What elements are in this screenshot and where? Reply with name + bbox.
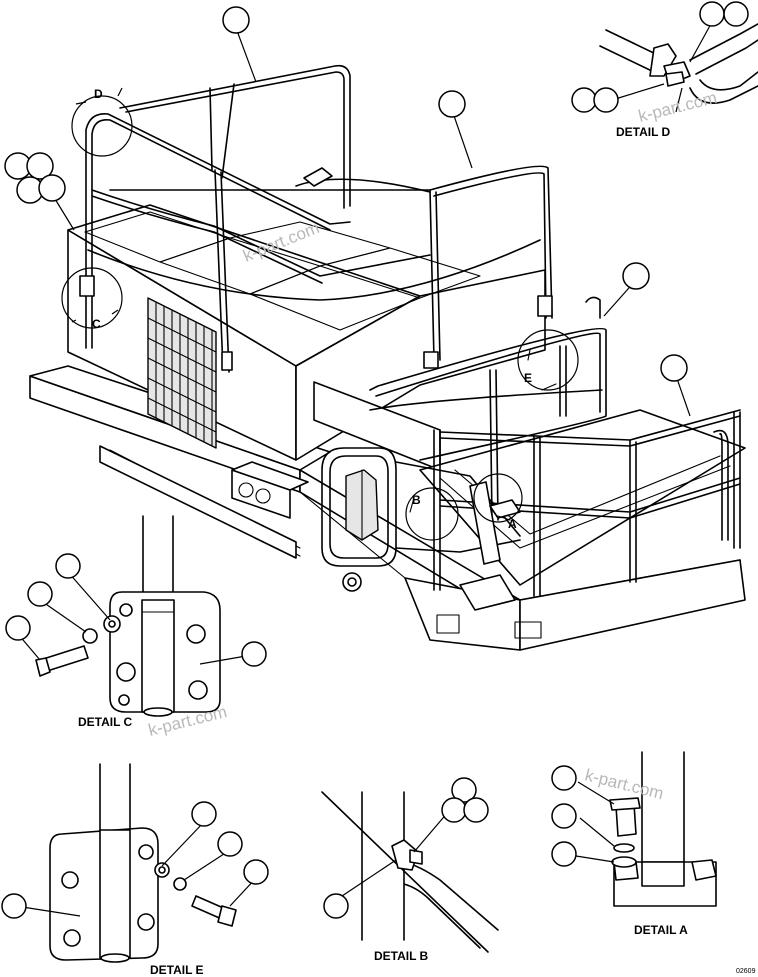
callout-bubble xyxy=(551,841,577,867)
view-label-d: D xyxy=(94,87,103,101)
view-label-b: B xyxy=(412,493,421,507)
detail-d-label: DETAIL D xyxy=(616,125,671,139)
callout-bubble xyxy=(723,1,749,27)
detail-a-label: DETAIL A xyxy=(634,923,688,937)
main-assembly: D C E B A xyxy=(4,6,746,651)
callout-bubble xyxy=(699,1,725,27)
callout-bubble xyxy=(463,797,489,823)
detail-b: DETAIL B xyxy=(321,777,499,963)
callout-bubble xyxy=(217,831,243,857)
callout-bubble xyxy=(438,90,466,118)
callout-bubble xyxy=(38,174,66,202)
callout-bubble xyxy=(571,87,597,113)
detail-b-label: DETAIL B xyxy=(374,949,429,963)
watermark-text: k-part.com xyxy=(583,765,666,803)
view-label-e: E xyxy=(524,371,532,385)
detail-c-label: DETAIL C xyxy=(78,715,133,729)
callout-bubble xyxy=(622,262,650,290)
detail-a: DETAIL A xyxy=(551,751,717,937)
drawing-code: 02609 xyxy=(736,968,756,975)
detail-d: DETAIL D xyxy=(571,1,758,139)
callout-bubble xyxy=(243,859,269,885)
callout-bubble xyxy=(191,801,217,827)
callout-bubble xyxy=(660,354,688,382)
callout-bubble xyxy=(241,641,267,667)
callout-bubble xyxy=(441,797,467,823)
watermark-text: k-part.com xyxy=(636,88,719,126)
view-label-c: C xyxy=(92,317,101,331)
callout-bubble xyxy=(55,553,81,579)
detail-c: DETAIL C xyxy=(5,515,267,729)
engine-housing xyxy=(67,204,546,519)
detail-e: DETAIL E xyxy=(1,763,269,977)
callout-bubble xyxy=(27,581,53,607)
detail-e-label: DETAIL E xyxy=(150,963,204,977)
view-label-a: A xyxy=(508,517,517,531)
callout-bubble xyxy=(323,893,349,919)
view-markers: D C E B A xyxy=(61,87,579,541)
main-callouts xyxy=(4,6,691,417)
view-circle-c xyxy=(61,267,123,329)
callout-bubble xyxy=(5,615,31,641)
ladder-gate xyxy=(321,429,521,591)
callout-bubble xyxy=(451,777,477,803)
callout-bubble xyxy=(593,87,619,113)
rear-handrail xyxy=(79,64,553,373)
callout-bubble xyxy=(551,803,577,829)
view-circle-b xyxy=(405,487,459,541)
front-platform xyxy=(369,296,746,611)
view-circle-d xyxy=(71,95,133,157)
callout-bubble xyxy=(222,6,250,34)
callout-bubble xyxy=(551,765,577,791)
callout-bubble xyxy=(26,152,54,180)
view-circle-a xyxy=(473,473,523,523)
view-circle-e xyxy=(517,329,579,391)
callout-bubble xyxy=(1,893,27,919)
